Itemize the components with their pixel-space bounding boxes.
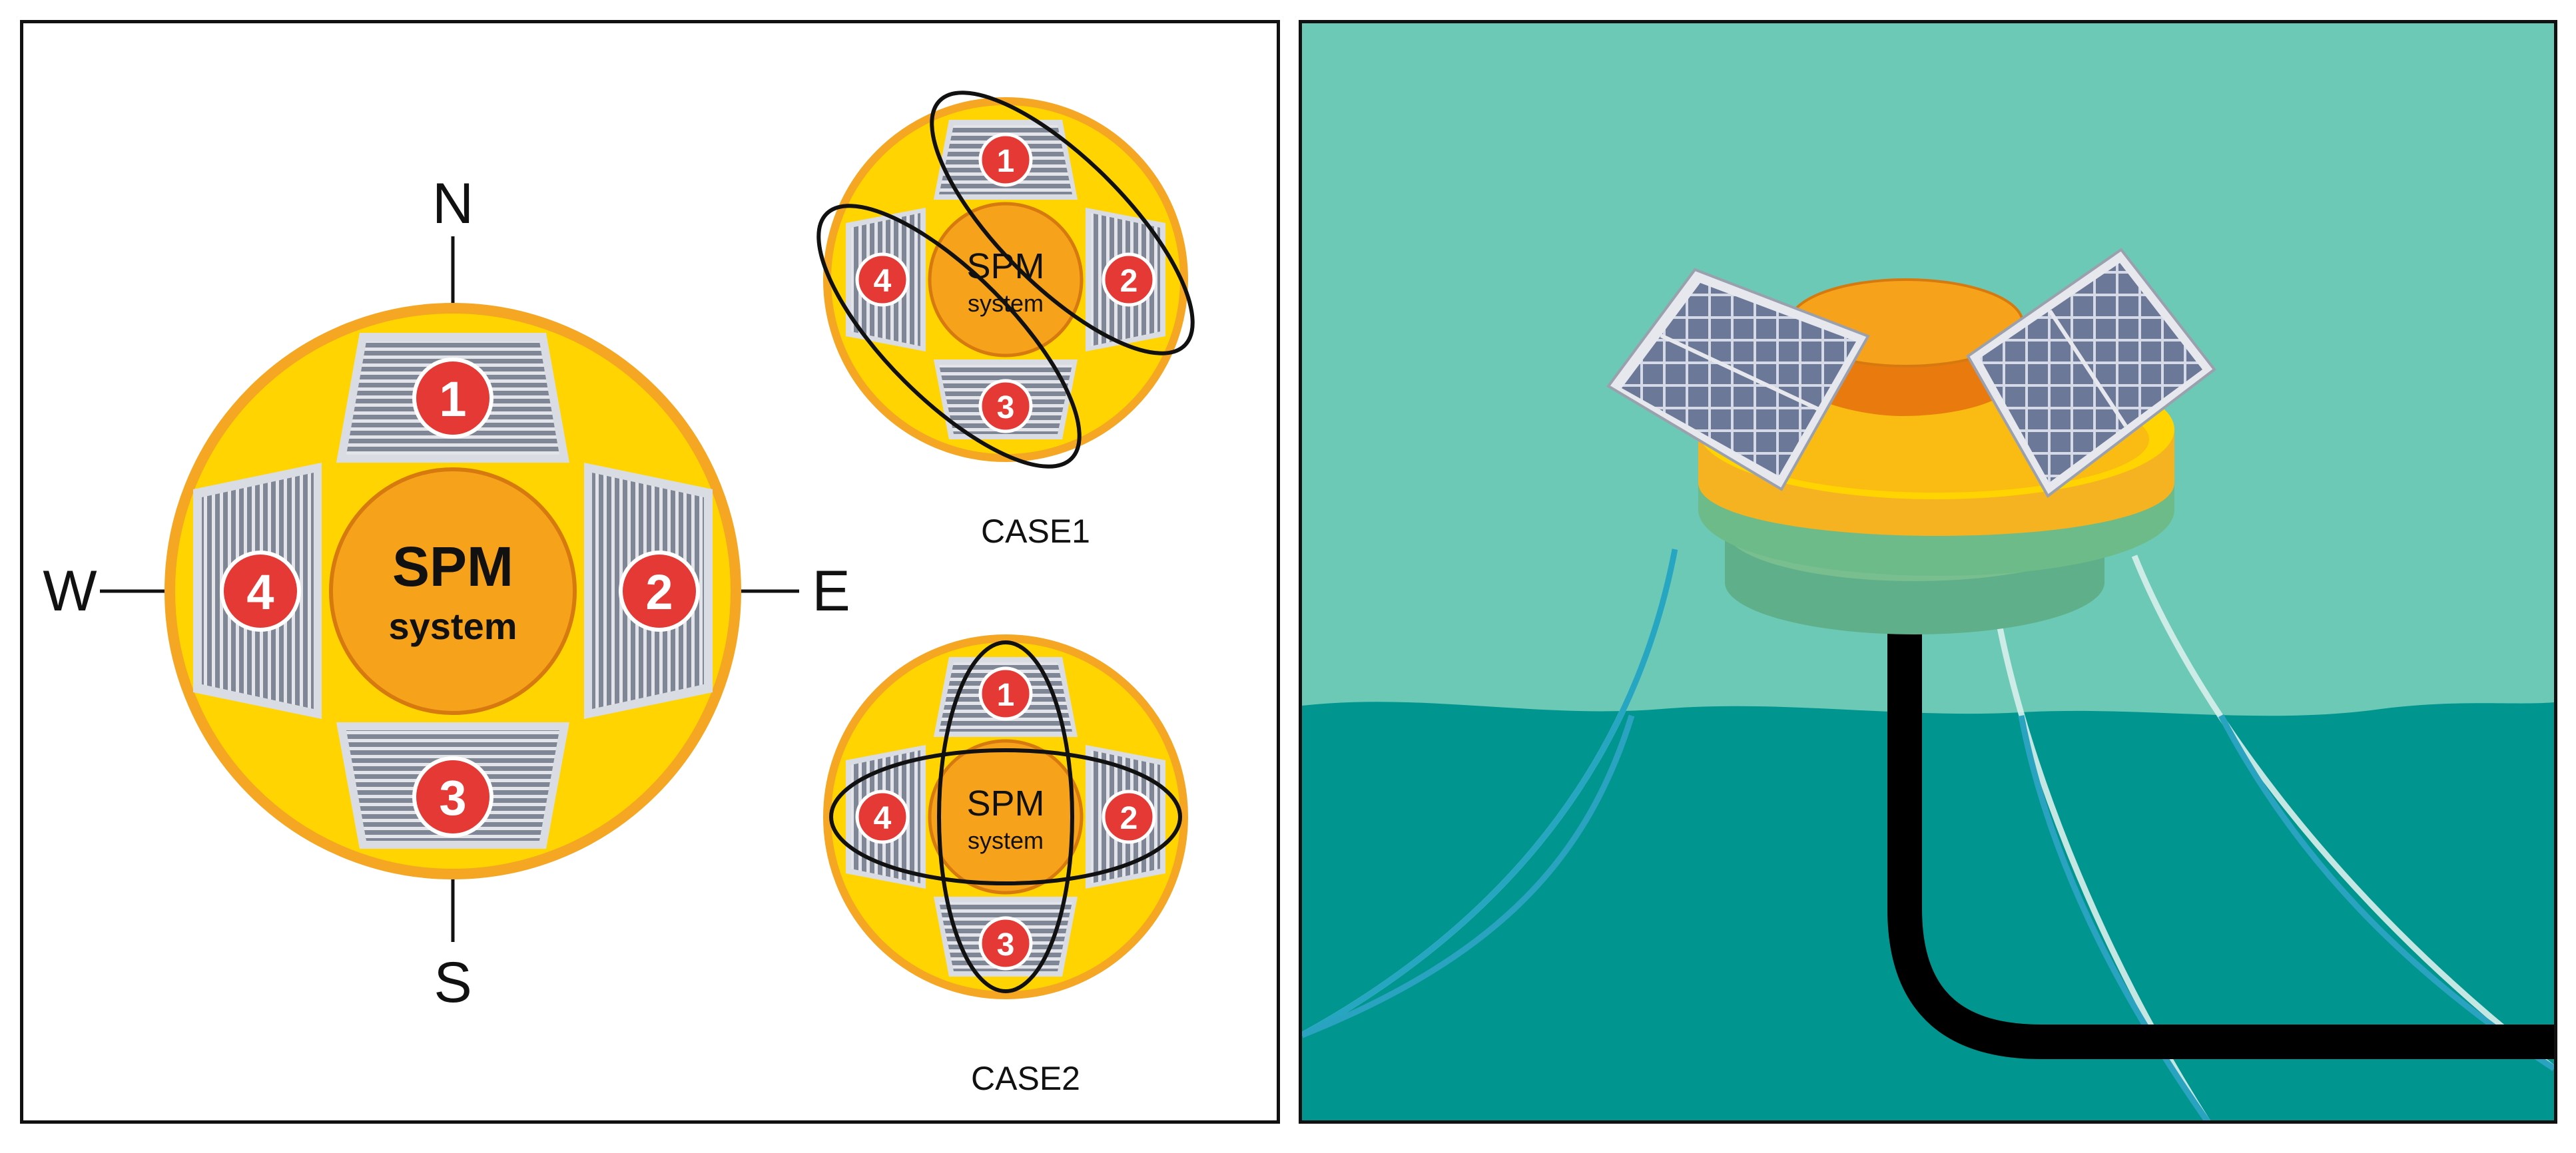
compass-north-label: N: [432, 172, 474, 236]
case2-pair-ellipse-1-3: [937, 640, 1074, 993]
svg-text:1: 1: [439, 371, 466, 427]
buoy-illustration-panel: [1299, 20, 2557, 1124]
case2-badge-4: 4: [855, 790, 910, 844]
solar-panel-left: [1606, 268, 1870, 491]
case1-diagram: SPM system 1 2 3 4 CASE1: [816, 91, 1195, 550]
case2-badge-2: 2: [1102, 790, 1156, 844]
case1-spm-core: [928, 202, 1084, 357]
sea-water: [1302, 702, 2554, 1120]
case2-spm-subtitle: system: [968, 827, 1044, 854]
spm-title: SPM: [392, 535, 513, 598]
case1-badge-4: 4: [855, 252, 910, 307]
case1-pair-ellipse-3-4: [816, 204, 1082, 469]
case2-spm-core: [928, 739, 1084, 895]
svg-text:2: 2: [1120, 801, 1138, 836]
svg-text:3: 3: [997, 927, 1015, 963]
svg-text:1: 1: [997, 678, 1015, 713]
case2-label: CASE2: [971, 1060, 1080, 1097]
compass-south-label: S: [434, 951, 472, 1015]
compass-east-label: E: [812, 559, 850, 623]
case2-badge-3: 3: [978, 916, 1033, 971]
schematic-svg: N S W E SPM system 1: [43, 91, 1195, 1097]
case2-pair-ellipse-2-4: [829, 748, 1182, 885]
badge-3: 3: [412, 756, 493, 837]
schematic-panel: N S W E SPM system 1: [20, 20, 1280, 1124]
badge-2: 2: [619, 551, 700, 632]
case1-badge-3: 3: [978, 379, 1033, 433]
main-buoy-diagram: N S W E SPM system 1: [43, 172, 850, 1015]
case1-badge-1: 1: [978, 132, 1033, 187]
case2-badge-1: 1: [978, 666, 1033, 721]
case2-spm-title: SPM: [966, 784, 1044, 823]
badge-1: 1: [412, 357, 493, 439]
case1-badge-2: 2: [1102, 252, 1156, 307]
solar-panel-right: [1966, 248, 2216, 498]
svg-text:4: 4: [874, 264, 892, 299]
svg-text:4: 4: [246, 565, 274, 620]
svg-text:2: 2: [645, 565, 673, 620]
svg-text:3: 3: [997, 390, 1015, 425]
buoy-illustration-svg: [1302, 23, 2554, 1120]
compass-west-label: W: [43, 559, 97, 623]
svg-text:1: 1: [997, 144, 1015, 179]
case1-label: CASE1: [981, 513, 1090, 550]
svg-text:2: 2: [1120, 264, 1138, 299]
svg-text:3: 3: [439, 770, 466, 825]
subsea-power-cable: [1887, 609, 2554, 1059]
svg-text:4: 4: [874, 801, 892, 836]
case1-pair-ellipse-1-2: [930, 91, 1195, 355]
badge-4: 4: [220, 551, 301, 632]
spm-core: [329, 467, 577, 715]
spm-subtitle: system: [388, 605, 517, 647]
case2-diagram: SPM system 1 2 3 4 CASE2: [823, 634, 1188, 1097]
